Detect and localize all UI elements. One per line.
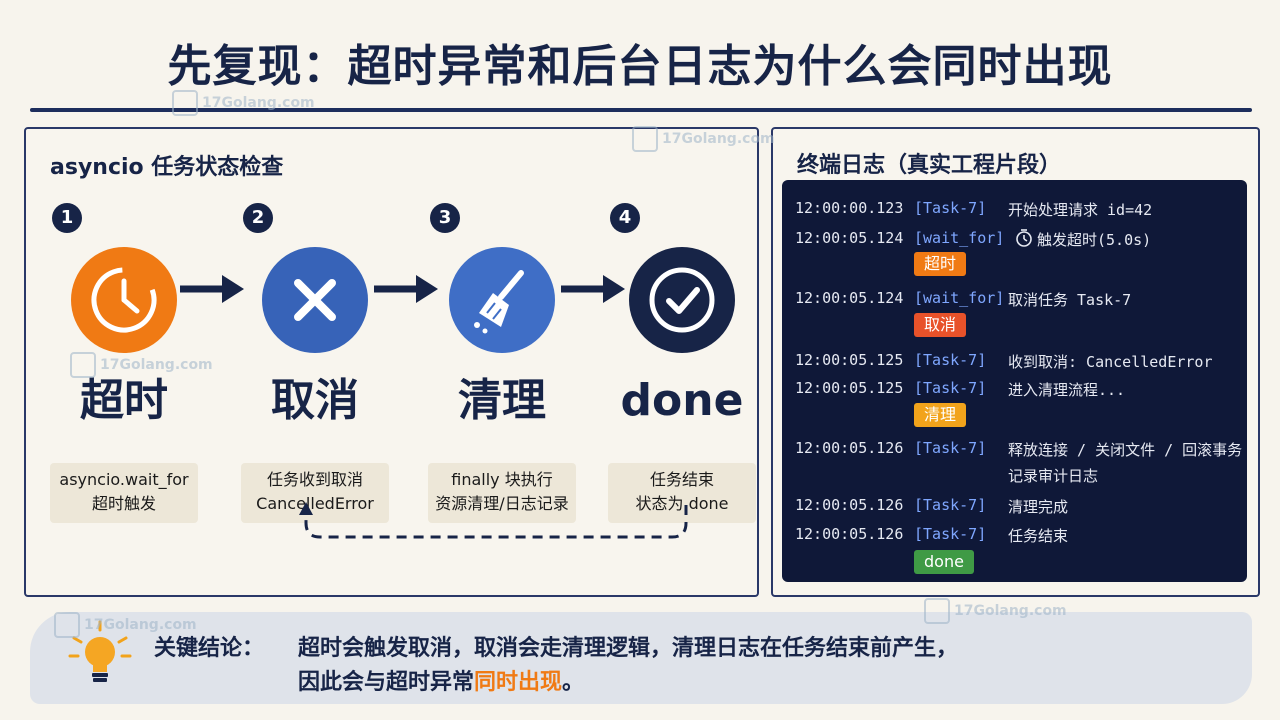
check-icon (629, 247, 735, 353)
watermark: 17Golang.com (924, 598, 1067, 624)
step-number: 4 (610, 203, 640, 233)
arrow-right-icon (180, 275, 244, 303)
step-label: 清理 (458, 375, 546, 426)
right-panel-title: 终端日志（真实工程片段） (797, 153, 1062, 178)
status-badge: 取消 (914, 313, 967, 337)
timer-icon (1015, 228, 1033, 252)
terminal-log-panel: 终端日志（真实工程片段） 12:00:00.123 [Task-7] 开始处理请… (771, 127, 1260, 597)
step-cancel: 2 取消 任务收到取消 CancelledError (239, 203, 399, 583)
step-number: 3 (430, 203, 460, 233)
step-label: 超时 (80, 375, 168, 426)
step-label: 取消 (271, 375, 359, 426)
loop-back-arrow-icon (299, 502, 688, 539)
step-number: 2 (243, 203, 273, 233)
step-description: 任务结束 状态为 done (608, 463, 756, 523)
arrow-right-icon (374, 275, 438, 303)
watermark: 17Golang.com (70, 352, 213, 378)
terminal-window: 12:00:00.123 [Task-7] 开始处理请求 id=42 12:00… (782, 180, 1247, 582)
close-icon (262, 247, 368, 353)
status-badge: done (914, 550, 974, 574)
arrow-right-icon (561, 275, 625, 303)
clock-icon (71, 247, 177, 353)
watermark: 17Golang.com (54, 612, 197, 638)
step-timeout: 1 超时 asyncio.wait_for 超时触发 (48, 203, 208, 583)
lightbulb-icon (68, 620, 132, 682)
status-badge: 清理 (914, 403, 967, 427)
conclusion-text-line2: 因此会与超时异常同时出现。 (298, 670, 585, 695)
step-number: 1 (52, 203, 82, 233)
step-done: 4 done 任务结束 状态为 done (606, 203, 766, 583)
conclusion-label: 关键结论： (154, 636, 265, 661)
title-divider (30, 108, 1252, 112)
conclusion-text-line1: 超时会触发取消，取消会走清理逻辑，清理日志在任务结束前产生， (298, 636, 959, 661)
step-description: finally 块执行 资源清理/日志记录 (428, 463, 576, 523)
broom-icon (449, 247, 555, 353)
page-title: 先复现：超时异常和后台日志为什么会同时出现 (167, 41, 1113, 92)
step-cleanup: 3 清理 finally 块执行 资源清理/日志记录 (426, 203, 586, 583)
step-description: 任务收到取消 CancelledError (241, 463, 389, 523)
conclusion-banner (30, 612, 1252, 704)
watermark: 17Golang.com (172, 90, 315, 116)
asyncio-state-panel: asyncio 任务状态检查 1 超时 asyncio.wait_for 超时触… (24, 127, 759, 597)
step-label: done (620, 375, 744, 426)
left-panel-title: asyncio 任务状态检查 (50, 155, 284, 180)
step-description: asyncio.wait_for 超时触发 (50, 463, 198, 523)
watermark: 17Golang.com (632, 126, 775, 152)
conclusion-highlight: 同时出现 (474, 670, 563, 695)
status-badge: 超时 (914, 252, 967, 276)
